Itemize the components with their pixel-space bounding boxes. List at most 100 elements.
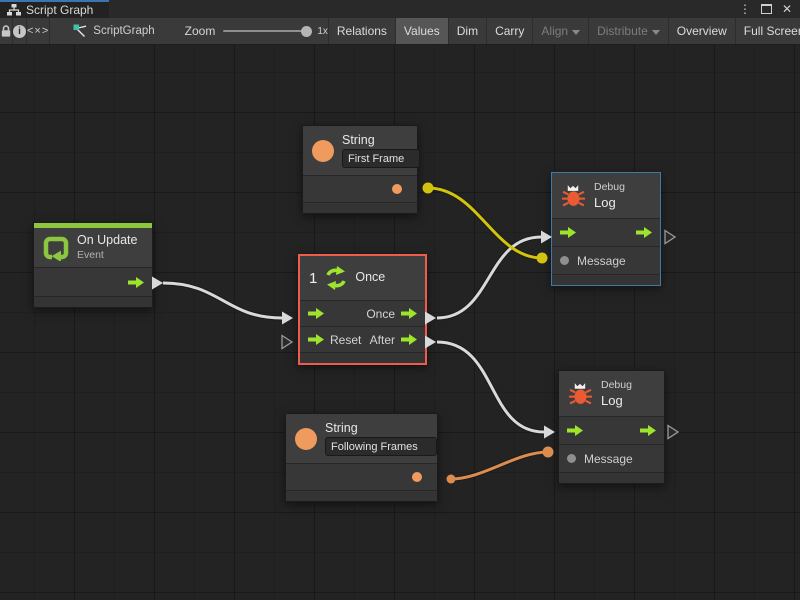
once-count: 1 bbox=[309, 269, 318, 287]
fullscreen-button[interactable]: Full Screen bbox=[734, 18, 800, 44]
node-category: Debug bbox=[601, 379, 632, 391]
after-output-port[interactable] bbox=[401, 334, 417, 345]
overview-label: Overview bbox=[676, 24, 727, 38]
node-title: Log bbox=[601, 392, 623, 408]
window-close-icon[interactable]: ✕ bbox=[781, 2, 792, 16]
message-input-port[interactable] bbox=[567, 454, 576, 464]
orange-wire-end-dot[interactable] bbox=[542, 446, 554, 458]
yellow-wire-start-dot[interactable] bbox=[422, 182, 434, 194]
string-value-input[interactable] bbox=[342, 149, 420, 169]
once-cycle-icon bbox=[326, 266, 347, 290]
flow-input-port[interactable] bbox=[567, 425, 583, 437]
align-label: Align bbox=[541, 24, 569, 38]
fullscreen-label: Full Screen bbox=[743, 24, 800, 38]
onupdate-out-connector[interactable] bbox=[152, 276, 163, 290]
info-icon: i bbox=[13, 24, 26, 38]
node-title: On Update bbox=[77, 233, 138, 247]
node-footer bbox=[559, 472, 664, 484]
overview-button[interactable]: Overview bbox=[667, 18, 735, 44]
node-footer bbox=[300, 352, 425, 363]
tab-script-graph[interactable]: Script Graph bbox=[0, 0, 109, 18]
string-type-icon bbox=[312, 139, 334, 162]
wire-after-to-debuglog-bottom[interactable] bbox=[436, 340, 545, 434]
inspect-button[interactable]: i bbox=[13, 18, 27, 44]
once-output-label: Once bbox=[366, 306, 395, 321]
window-maximize-icon[interactable] bbox=[760, 4, 772, 14]
node-footer bbox=[34, 296, 152, 308]
reset-label: Reset bbox=[330, 332, 362, 347]
distribute-button[interactable]: Distribute bbox=[588, 18, 668, 44]
reset-input-port[interactable] bbox=[308, 334, 324, 345]
string-type-icon bbox=[295, 427, 317, 450]
yellow-wire-end-dot[interactable] bbox=[536, 252, 548, 264]
carry-button[interactable]: Carry bbox=[486, 18, 532, 44]
message-label: Message bbox=[584, 451, 633, 466]
node-footer bbox=[303, 202, 417, 214]
tab-title: Script Graph bbox=[26, 3, 94, 17]
debuglog-bottom-out-connector[interactable] bbox=[667, 424, 680, 440]
message-input-port[interactable] bbox=[560, 256, 569, 266]
node-title: Once bbox=[355, 270, 386, 285]
once-output-port[interactable] bbox=[401, 308, 417, 319]
script-graph-icon bbox=[73, 24, 87, 37]
node-title: String bbox=[325, 421, 358, 435]
window-tab-bar: Script Graph ⋮ ✕ bbox=[0, 0, 800, 18]
node-category: Debug bbox=[594, 181, 625, 193]
node-debug-log-bottom[interactable]: Debug Log Message bbox=[558, 370, 665, 485]
wire-onupdate-to-once[interactable] bbox=[162, 281, 283, 320]
flow-output-port[interactable] bbox=[128, 276, 144, 288]
node-footer bbox=[286, 490, 437, 502]
flow-input-port[interactable] bbox=[308, 308, 324, 319]
string-value-input[interactable] bbox=[325, 437, 437, 457]
node-subtitle: Event bbox=[77, 248, 104, 261]
node-string-following[interactable]: String bbox=[285, 413, 438, 503]
lock-icon bbox=[1, 25, 11, 37]
wire-string-following-to-message[interactable] bbox=[450, 450, 549, 481]
bug-icon bbox=[562, 185, 585, 207]
tab-bar-empty bbox=[109, 0, 739, 18]
zoom-slider[interactable] bbox=[223, 25, 313, 37]
node-once[interactable]: 1 Once Once bbox=[298, 254, 427, 365]
node-string-first[interactable]: String bbox=[302, 125, 420, 215]
message-label: Message bbox=[577, 253, 626, 268]
string-output-port[interactable] bbox=[412, 472, 422, 483]
string-output-port[interactable] bbox=[392, 184, 402, 195]
debuglog-bottom-in-arrowhead bbox=[544, 425, 555, 439]
wire-once-to-debuglog-top[interactable] bbox=[436, 235, 542, 320]
graph-tab-icon bbox=[7, 4, 21, 16]
carry-label: Carry bbox=[495, 24, 525, 38]
node-title: Log bbox=[594, 194, 616, 210]
node-on-update[interactable]: On Update Event bbox=[33, 222, 153, 309]
debuglog-top-out-connector[interactable] bbox=[664, 229, 677, 245]
wire-string-first-to-message[interactable] bbox=[427, 186, 543, 260]
values-label: Values bbox=[403, 24, 440, 38]
reset-port-connector[interactable] bbox=[281, 334, 294, 350]
flow-output-port[interactable] bbox=[640, 425, 656, 437]
relations-button[interactable]: Relations bbox=[327, 18, 395, 44]
node-title: String bbox=[342, 133, 375, 147]
flow-input-port[interactable] bbox=[560, 227, 576, 239]
graph-canvas[interactable]: String On Update Event bbox=[0, 45, 800, 600]
bug-icon bbox=[569, 383, 592, 405]
flow-output-port[interactable] bbox=[636, 227, 652, 239]
align-button[interactable]: Align bbox=[532, 18, 588, 44]
node-debug-log-top[interactable]: Debug Log Message bbox=[551, 172, 661, 287]
lock-button[interactable] bbox=[0, 18, 13, 44]
dim-label: Dim bbox=[456, 24, 479, 38]
on-update-icon bbox=[43, 236, 69, 261]
window-menu-icon[interactable]: ⋮ bbox=[738, 2, 751, 16]
code-toggle-button[interactable]: <×> bbox=[27, 18, 51, 44]
values-button[interactable]: Values bbox=[394, 18, 448, 44]
chevron-down-icon bbox=[572, 29, 581, 35]
orange-wire-start-dot[interactable] bbox=[446, 474, 456, 484]
once-in-arrowhead bbox=[282, 311, 293, 325]
graph-breadcrumb[interactable]: ScriptGraph bbox=[73, 24, 155, 38]
relations-label: Relations bbox=[336, 24, 387, 38]
zoom-slider-knob[interactable] bbox=[301, 25, 313, 37]
after-label: After bbox=[369, 332, 395, 347]
code-toggle-icon: <×> bbox=[27, 25, 50, 37]
node-footer bbox=[552, 274, 660, 286]
chevron-down-icon bbox=[651, 29, 660, 35]
zoom-value: 1x bbox=[317, 25, 328, 37]
dim-button[interactable]: Dim bbox=[447, 18, 486, 44]
